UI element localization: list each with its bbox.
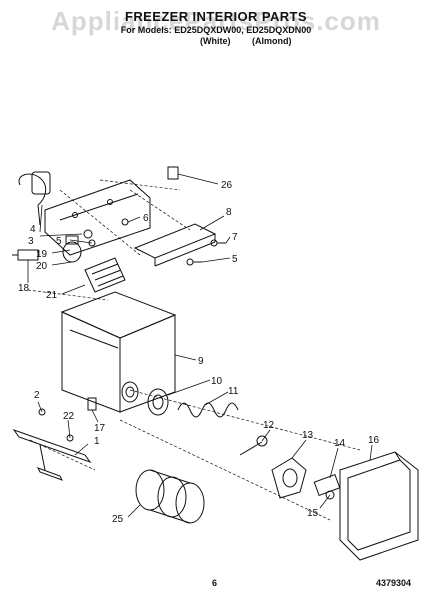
watermark: AppliancePartsPros.com: [51, 6, 381, 36]
screw-parts: [88, 239, 226, 266]
callout-16: 16: [368, 435, 380, 446]
callout-7: 7: [232, 232, 238, 243]
callout-19: 19: [36, 249, 48, 260]
ice-container-housing-part: [60, 291, 177, 413]
drive-hub-part: [147, 388, 169, 416]
diagram-title: FREEZER INTERIOR PARTS: [125, 9, 307, 24]
callout-18: 18: [18, 283, 30, 294]
callout-20: 20: [36, 261, 48, 272]
page-number: 6: [212, 578, 218, 588]
callout-9: 9: [198, 356, 204, 367]
part-number: 4379304: [376, 578, 412, 588]
auger-motor-part: [339, 451, 419, 561]
callout-1: 1: [94, 436, 100, 447]
clip-part: [167, 166, 179, 180]
light-socket-part: [18, 171, 51, 226]
auger-part: [135, 469, 205, 524]
callout-12: 12: [263, 420, 275, 431]
callout-5-upper: 5: [56, 236, 62, 247]
callout-10: 10: [211, 376, 223, 387]
callout-21: 21: [46, 290, 58, 301]
callout-6: 6: [143, 213, 149, 224]
light-cover-part: [133, 223, 217, 267]
assembly-guide-lines: [27, 179, 361, 521]
mounting-bracket-part: [44, 179, 151, 256]
callout-11: 11: [228, 386, 239, 397]
callout-leader-lines: [27, 173, 373, 518]
callout-15: 15: [307, 508, 319, 519]
model-numbers: For Models: ED25DQXDW00, ED25DQXDN00: [120, 25, 312, 35]
coupler-part: [313, 474, 341, 500]
color-almond-label: (Almond): [252, 36, 292, 46]
callout-25: 25: [112, 514, 124, 525]
switch-part: [12, 249, 39, 261]
callout-labels: 26 6 8 7 5 3 5 4 19 20 18 21 9 10 11 2 2…: [18, 180, 380, 525]
callout-2: 2: [34, 390, 40, 401]
pin-part: [239, 435, 268, 456]
callout-4: 4: [30, 224, 36, 235]
grille-part: [84, 257, 126, 293]
callout-8: 8: [226, 207, 232, 218]
callout-14: 14: [334, 438, 346, 449]
callout-13: 13: [302, 430, 314, 441]
callout-26: 26: [221, 180, 233, 191]
callout-5-lower: 5: [232, 254, 238, 265]
callout-17: 17: [94, 423, 106, 434]
color-white-label: (White): [200, 36, 231, 46]
bin-support-part: [12, 397, 97, 481]
callout-22: 22: [63, 411, 75, 422]
callout-3: 3: [28, 236, 34, 247]
motor-mount-part: [271, 457, 307, 499]
